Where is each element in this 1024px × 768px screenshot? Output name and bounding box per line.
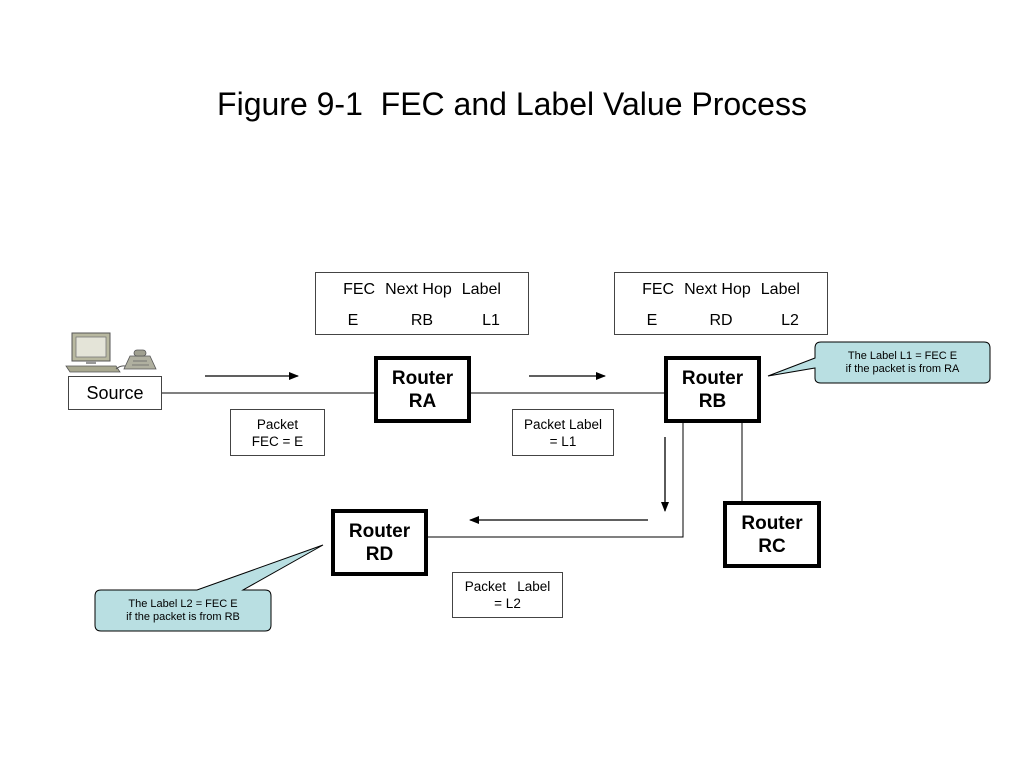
router-ra: Router RA	[374, 356, 471, 423]
routing-table-rb: FEC Next Hop Label E RD L2	[614, 272, 828, 335]
packet-box-l2: Packet Label = L2	[452, 572, 563, 618]
router-rc-line1: Router	[741, 512, 803, 534]
table-header-fec: FEC	[642, 281, 675, 298]
callout-rb-shape	[767, 341, 991, 384]
computer-icon	[65, 332, 129, 373]
table-header-row: FEC Next Hop Label	[316, 273, 528, 305]
router-rb-line1: Router	[681, 367, 744, 389]
packet-box-fec-line2: FEC = E	[251, 433, 304, 449]
table-header-label: Label	[760, 281, 800, 298]
router-rb-line2: RB	[698, 390, 727, 412]
table-data-row: E RD L2	[615, 305, 827, 336]
figure-title: Figure 9-1 FEC and Label Value Process	[217, 86, 807, 122]
callout-rd-line1: The Label L2 = FEC E	[128, 597, 238, 610]
table-cell-next-hop: RD	[709, 312, 733, 329]
packet-box-l2-line2: = L2	[494, 596, 521, 611]
callout-rb-line2: if the packet is from RA	[845, 362, 960, 375]
router-rd-line2: RD	[365, 543, 394, 565]
table-header-next-hop: Next Hop	[684, 281, 751, 298]
router-rd-line1: Router	[348, 520, 411, 542]
source-box: Source	[68, 376, 162, 410]
table-cell-label: L1	[482, 312, 500, 329]
packet-box-fec: Packet FEC = E	[230, 409, 325, 456]
packet-box-l1: Packet Label = L1	[512, 409, 614, 456]
table-cell-label: L2	[781, 312, 799, 329]
router-rb: Router RB	[664, 356, 761, 423]
link-rb-rd	[428, 420, 684, 538]
packet-box-l2-line1: Packet Label	[464, 579, 551, 594]
table-data-row: E RB L1	[316, 305, 528, 336]
table-header-fec: FEC	[343, 281, 376, 298]
source-label: Source	[86, 382, 144, 403]
packet-box-l1-line1: Packet Label	[523, 416, 603, 432]
table-header-row: FEC Next Hop Label	[615, 273, 827, 305]
table-cell-next-hop: RB	[410, 312, 434, 329]
table-cell-fec: E	[646, 312, 658, 329]
routing-table-ra: FEC Next Hop Label E RB L1	[315, 272, 529, 335]
telephone-icon	[123, 349, 157, 370]
table-cell-fec: E	[347, 312, 359, 329]
router-ra-line1: Router	[391, 367, 454, 389]
packet-box-l1-line2: = L1	[549, 433, 577, 449]
callout-rb-text: The Label L1 = FEC E if the packet is fr…	[815, 342, 990, 383]
callout-rd-shape	[94, 544, 324, 632]
callout-rd-line2: if the packet is from RB	[126, 610, 240, 623]
callout-rb-line1: The Label L1 = FEC E	[847, 349, 958, 362]
packet-box-fec-line1: Packet	[256, 416, 299, 432]
router-rc: Router RC	[723, 501, 821, 568]
router-rd: Router RD	[331, 509, 428, 576]
router-ra-line2: RA	[408, 390, 437, 412]
callout-rd-text: The Label L2 = FEC E if the packet is fr…	[95, 590, 271, 631]
table-header-next-hop: Next Hop	[385, 281, 452, 298]
table-header-label: Label	[461, 281, 501, 298]
router-rc-line2: RC	[758, 535, 786, 557]
